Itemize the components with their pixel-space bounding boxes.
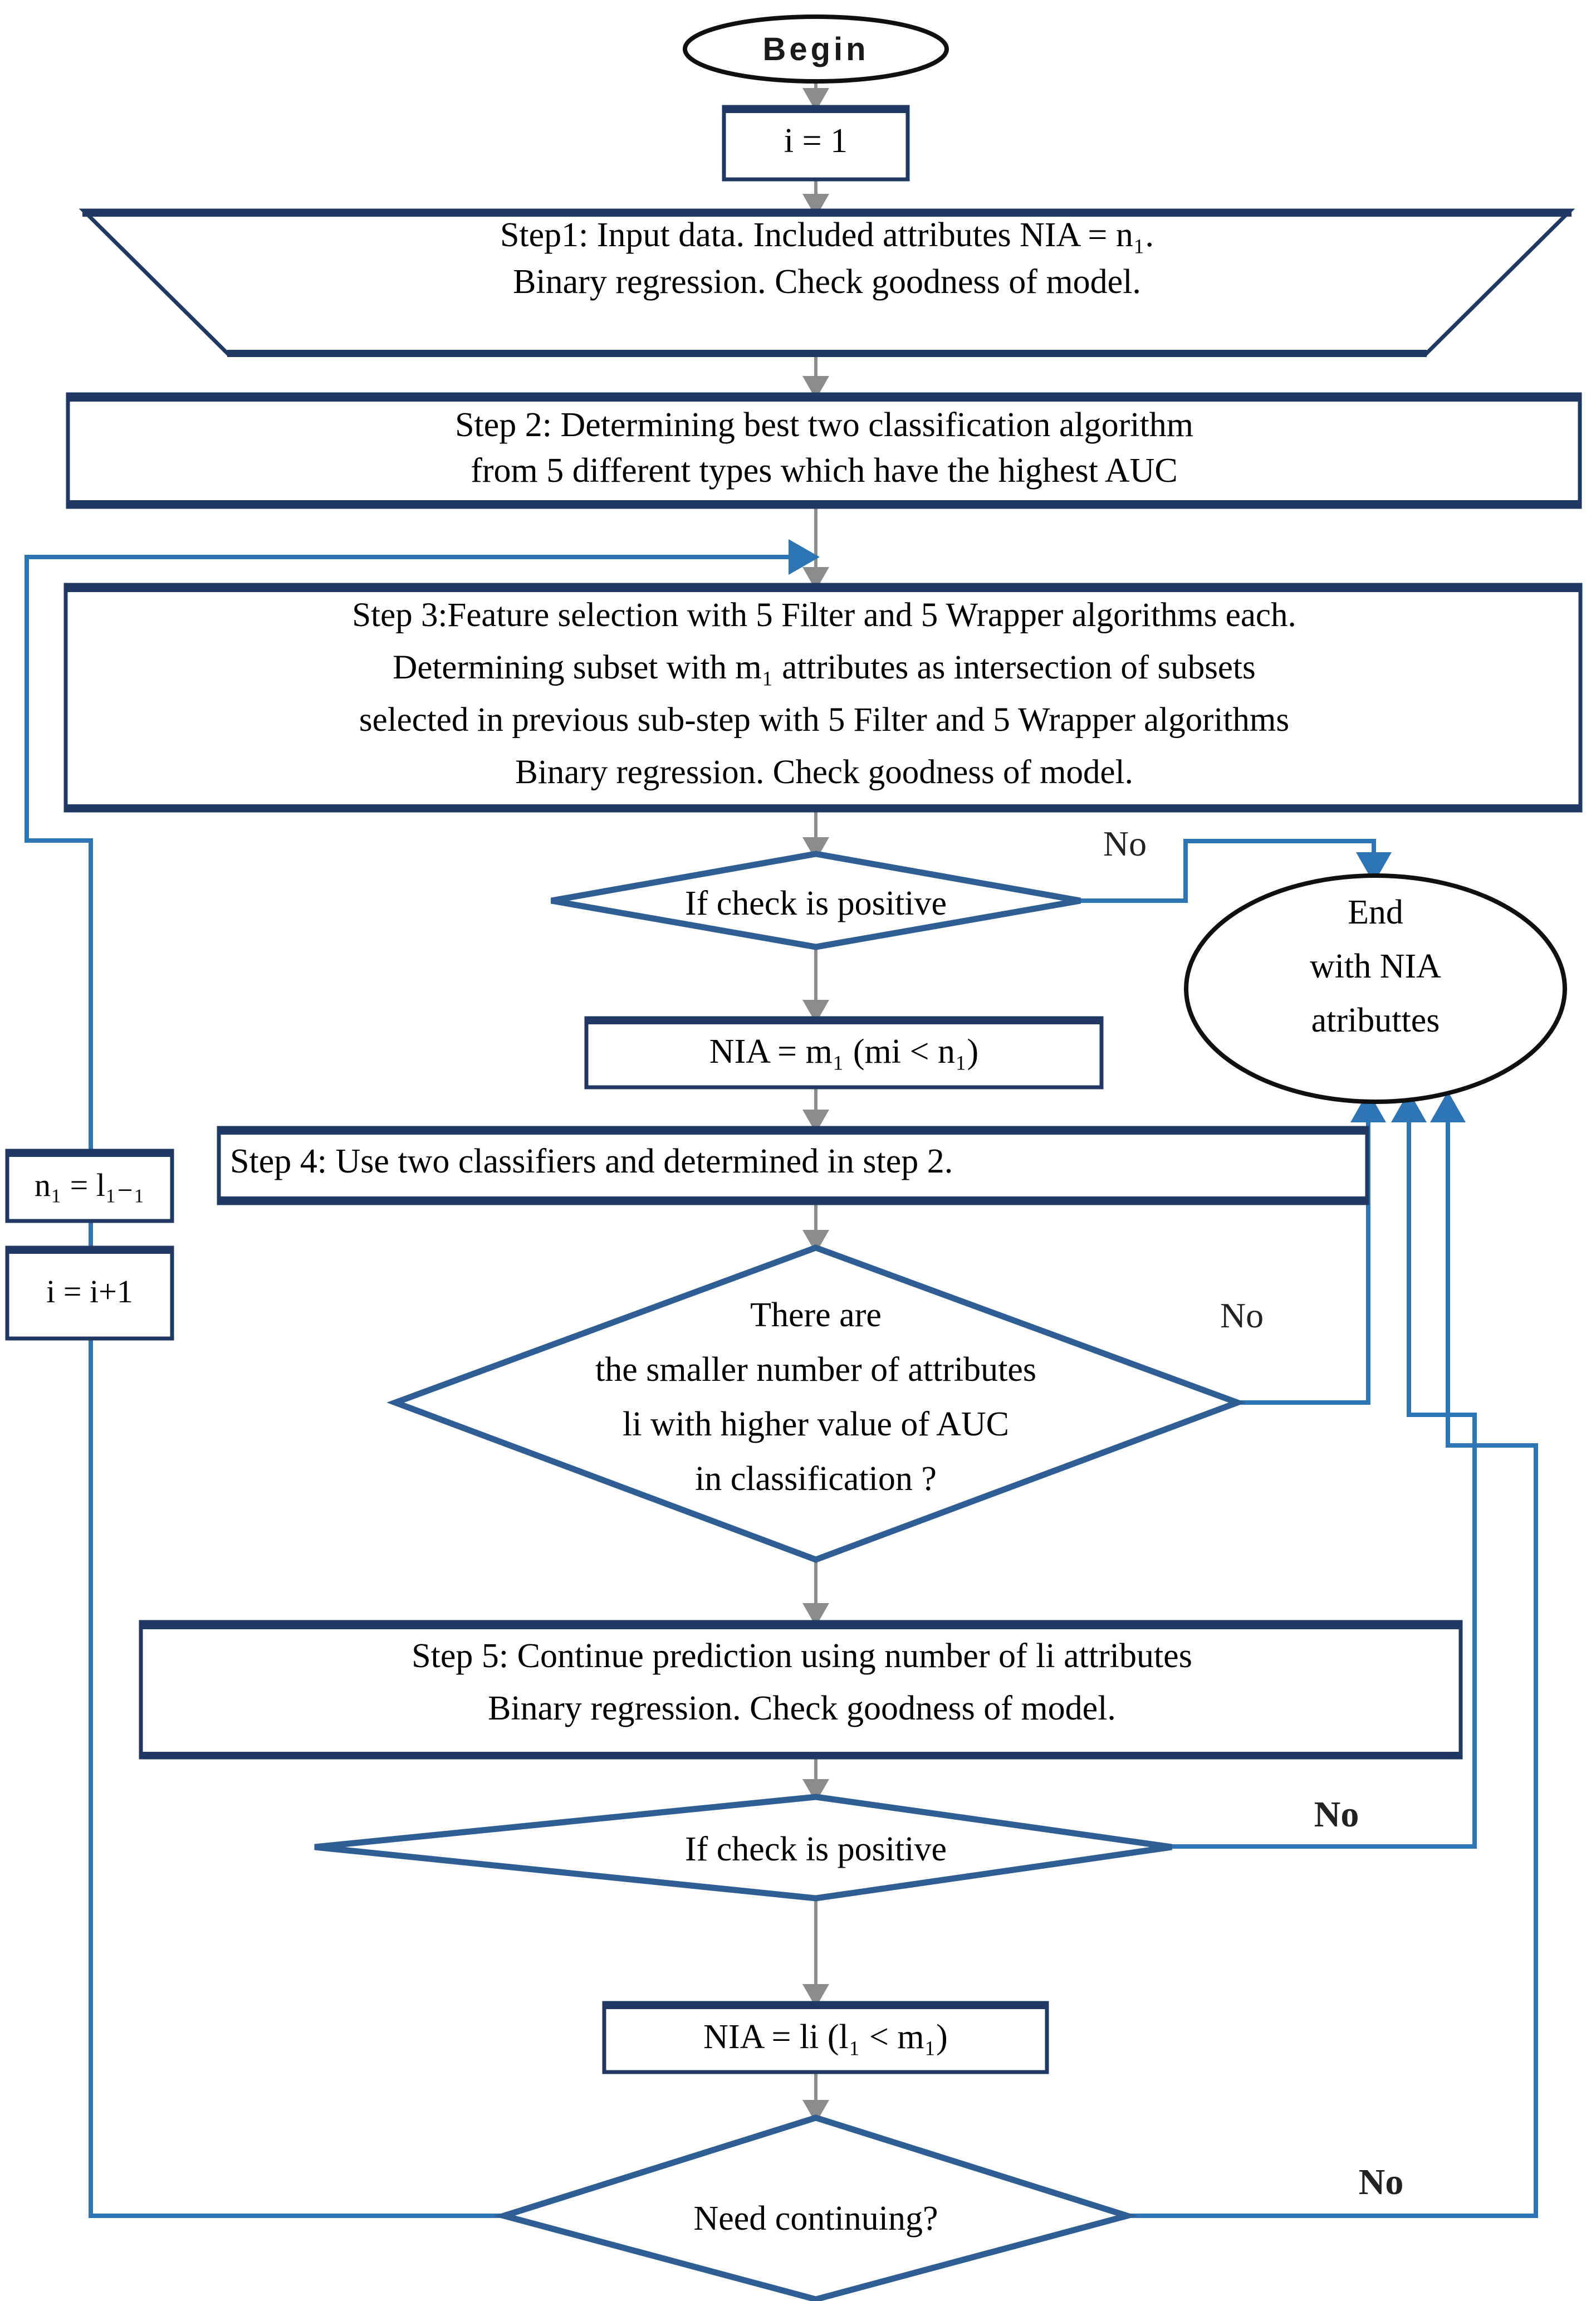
node-nia-m-label: NIA = m₁ (mi < n₁) [709,1033,979,1071]
node-step3-line4: Binary regression. Check goodness of mod… [515,754,1133,791]
node-step3[interactable] [63,583,1583,813]
node-step1[interactable] [79,208,1575,357]
node-step1-line1: Step1: Input data. Included attributes N… [500,216,1154,254]
node-begin-label: Begin [762,31,869,67]
node-need-continue[interactable] [493,2114,1138,2301]
node-check2-line4: in classification ? [695,1460,937,1498]
node-step3-line2: Determining subset with m₁ attributes as… [393,649,1256,686]
edge-label-no-check3: No [1314,1794,1359,1835]
node-step2-line1: Step 2: Determining best two classificat… [455,406,1193,444]
node-end-line2: with NIA [1310,947,1441,985]
node-step2[interactable] [66,392,1582,509]
node-set-n[interactable] [5,1149,174,1223]
node-set-i[interactable] [5,1245,174,1341]
node-init-label: i = 1 [784,122,848,160]
node-step4-label: Step 4: Use two classifiers and determin… [230,1142,953,1180]
node-check2[interactable] [386,1244,1246,1563]
node-set-n-label: n₁ = l₁₋₁ [34,1167,145,1203]
node-step1-line2: Binary regression. Check goodness of mod… [513,263,1141,301]
edge-setn-up-to-step3 [25,539,820,1149]
node-nia-li[interactable] [602,2001,1049,2074]
node-step4[interactable] [217,1126,1369,1205]
edge-check1-no-to-end [1080,839,1392,903]
node-need-continue-label: Need continuing? [693,2200,938,2238]
node-step5[interactable] [139,1620,1463,1760]
edge-need-no-to-end [1127,1091,1538,2218]
node-check2-line1: There are [750,1296,882,1334]
node-end-line1: End [1348,893,1403,931]
node-check1[interactable] [551,851,1081,950]
node-nia-m[interactable] [584,1016,1104,1090]
node-step3-line3: selected in previous sub-step with 5 Fil… [359,701,1290,739]
edge-check3-no-to-end [1172,1091,1477,1849]
node-check2-line3: li with higher value of AUC [623,1405,1009,1443]
node-nia-li-label: NIA = li (l₁ < m₁) [703,2018,948,2056]
edge-label-no-check1: No [1103,824,1147,863]
node-check3-label: If check is positive [684,1830,947,1868]
edge-label-no-need: No [1358,2162,1404,2202]
node-init[interactable] [722,105,910,182]
node-end[interactable] [1184,873,1567,1104]
node-step2-line2: from 5 different types which have the hi… [471,452,1178,490]
node-step5-line1: Step 5: Continue prediction using number… [412,1637,1192,1675]
node-check3[interactable] [314,1794,1172,1902]
node-end-line3: atributtes [1311,1002,1440,1039]
node-step5-line2: Binary regression. Check goodness of mod… [488,1689,1116,1727]
node-begin[interactable] [683,14,949,84]
node-step3-line1: Step 3:Feature selection with 5 Filter a… [352,597,1296,634]
edge-label-no-check2: No [1220,1296,1264,1335]
node-check2-line2: the smaller number of attributes [595,1351,1036,1389]
node-check1-label: If check is positive [684,885,947,922]
node-set-i-label: i = i+1 [46,1273,133,1310]
edge-need-to-left-rail [89,1342,504,2218]
